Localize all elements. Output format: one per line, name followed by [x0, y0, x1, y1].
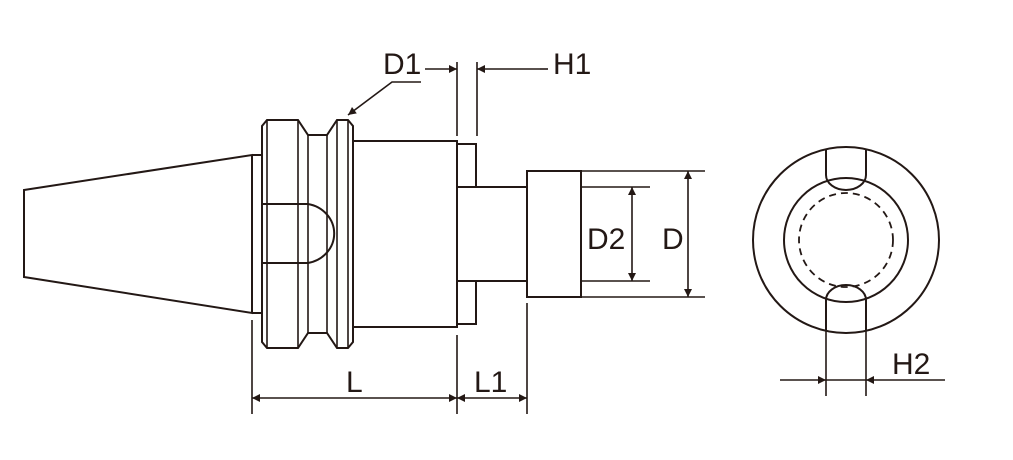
label-l1: L1 — [474, 366, 507, 399]
extension-lines — [251, 62, 867, 414]
top-slot — [825, 149, 867, 191]
label-h2: H2 — [892, 348, 930, 381]
drive-key-slot — [262, 203, 336, 264]
label-d2: D2 — [587, 223, 625, 256]
dim-d1-leader — [347, 81, 421, 116]
dimension-lines — [252, 65, 945, 402]
bore-hidden-circle — [798, 192, 894, 288]
end-view — [752, 146, 940, 334]
label-l: L — [346, 366, 363, 399]
label-d: D — [662, 223, 684, 256]
inner-circle — [783, 177, 909, 303]
outer-circle — [752, 146, 940, 334]
taper-shank — [23, 153, 253, 315]
label-h1: H1 — [553, 48, 591, 81]
label-d1: D1 — [383, 48, 421, 81]
flange — [252, 119, 354, 349]
bottom-slot — [825, 284, 867, 330]
body — [353, 140, 582, 328]
